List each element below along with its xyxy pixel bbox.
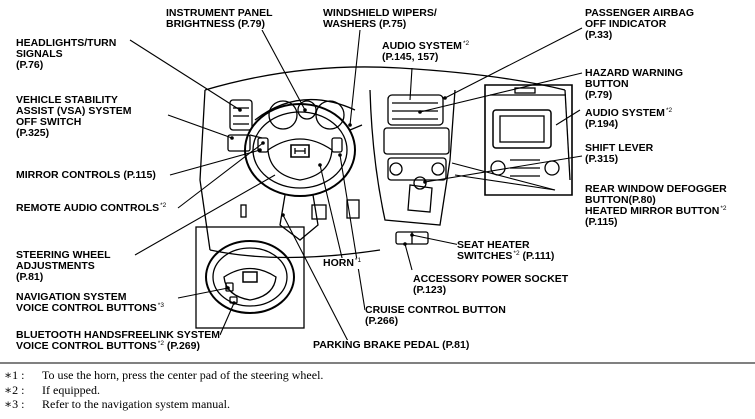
label-shift-lever: SHIFT LEVER(P.315) [585,142,654,165]
leader-lines [129,27,583,346]
label-audio-system-top: AUDIO SYSTEM*2(P.145, 157) [382,40,470,63]
label-cruise-control-button: CRUISE CONTROL BUTTON(P.266) [365,304,506,327]
label-horn: HORN*1 [323,257,362,269]
label-parking-brake-pedal: PARKING BRAKE PEDAL (P.81) [313,339,470,351]
footnote-2: ∗2 : If equipped. [4,383,323,398]
footnote-text: Refer to the navigation system manual. [42,397,230,411]
footnote-1: ∗1 : To use the horn, press the center pa… [4,368,323,383]
footnote-3: ∗3 : Refer to the navigation system manua… [4,397,323,412]
footnote-mark: ∗1 : [4,368,25,382]
label-audio-system-right: AUDIO SYSTEM*2(P.194) [585,107,673,130]
dashboard-illustration [0,27,755,364]
label-windshield-wipers: WINDSHIELD WIPERS/WASHERS (P.75) [323,7,437,30]
footnotes: ∗1 : To use the horn, press the center pa… [4,368,323,412]
label-remote-audio-controls: REMOTE AUDIO CONTROLS*2 [16,202,167,214]
leader-dots [226,96,447,305]
label-accessory-power-socket: ACCESSORY POWER SOCKET(P.123) [413,273,569,296]
footnote-mark: ∗3 : [4,397,25,411]
footnote-mark: ∗2 : [4,382,25,397]
footnote-text: If equipped. [42,382,100,397]
label-mirror-controls: MIRROR CONTROLS (P.115) [16,169,156,181]
footnote-text: To use the horn, press the center pad of… [42,368,324,382]
